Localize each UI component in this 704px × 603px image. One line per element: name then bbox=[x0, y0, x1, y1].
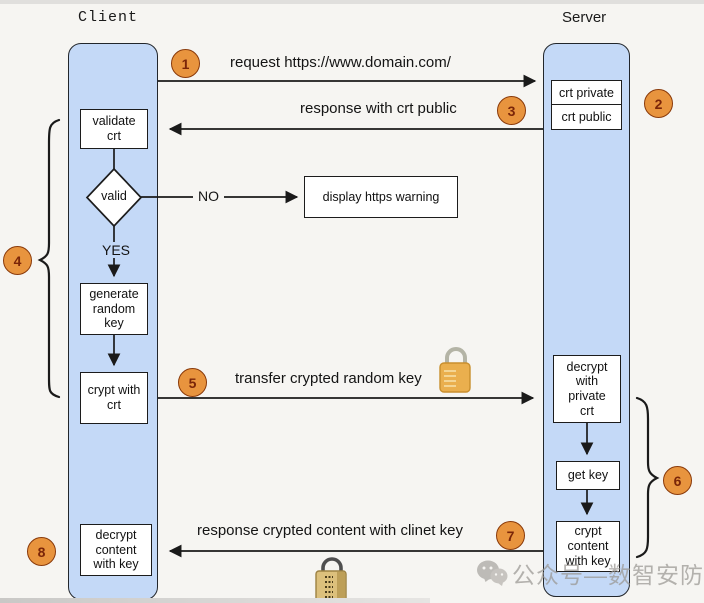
get-key-box: get key bbox=[556, 461, 620, 490]
request-message-label: request https://www.domain.com/ bbox=[230, 54, 451, 71]
decrypt-content-with-key-box: decrypt content with key bbox=[80, 524, 152, 576]
step-badge-8: 8 bbox=[27, 537, 56, 566]
response-message-label: response with crt public bbox=[300, 100, 457, 117]
server-steps-brace bbox=[635, 396, 660, 559]
crypt-with-crt-box: crypt with crt bbox=[80, 372, 148, 424]
watermark-text: 公众号—数智安防 bbox=[512, 562, 704, 588]
valid-diamond-label: valid bbox=[101, 189, 127, 203]
crypt-content-with-key-box: crypt content with key bbox=[556, 521, 620, 572]
combination-lock-icon bbox=[315, 557, 347, 603]
step-badge-4: 4 bbox=[3, 246, 32, 275]
step-badge-7: 7 bbox=[496, 521, 525, 550]
step-badge-2: 2 bbox=[644, 89, 673, 118]
yes-label: YES bbox=[97, 242, 136, 258]
transfer-message-label: transfer crypted random key bbox=[235, 370, 422, 387]
step-badge-1: 1 bbox=[171, 49, 200, 78]
bottom-edge-strip bbox=[0, 598, 430, 603]
watermark: 公众号—数智安防 bbox=[476, 556, 704, 590]
generate-random-key-box: generate random key bbox=[80, 283, 148, 335]
step-badge-3: 3 bbox=[497, 96, 526, 125]
step-badge-5: 5 bbox=[178, 368, 207, 397]
display-https-warning-box: display https warning bbox=[304, 176, 458, 218]
crt-private-box: crt private bbox=[551, 80, 622, 106]
response-content-message-label: response crypted content with clinet key bbox=[197, 522, 463, 539]
client-steps-brace bbox=[37, 118, 61, 399]
server-header-label: Server bbox=[562, 9, 607, 26]
step-badge-6: 6 bbox=[663, 466, 692, 495]
validate-crt-box: validate crt bbox=[80, 109, 148, 149]
top-edge-strip bbox=[0, 0, 704, 4]
decrypt-with-private-crt-box: decrypt with private crt bbox=[553, 355, 621, 423]
client-header-label: Client bbox=[78, 9, 139, 26]
padlock-icon bbox=[439, 347, 471, 393]
no-label: NO bbox=[193, 188, 224, 204]
wechat-icon bbox=[477, 560, 508, 586]
crt-public-box: crt public bbox=[551, 104, 622, 131]
